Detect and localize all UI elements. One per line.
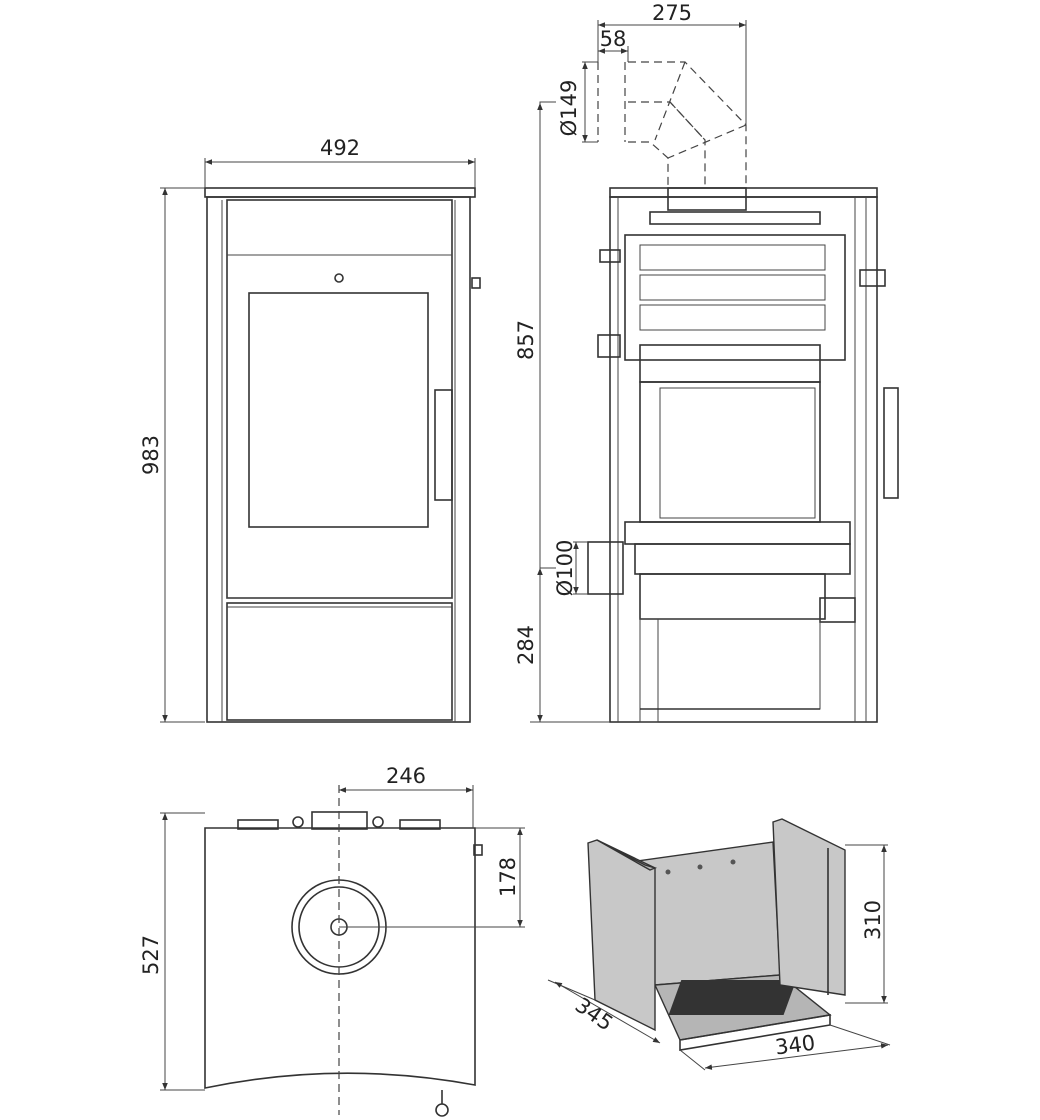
dim-firebox-height: 310 (861, 900, 885, 940)
dim-flue-diameter: Ø149 (557, 80, 581, 137)
door-knob (334, 273, 344, 283)
dim-top-depth-offset: 178 (496, 857, 520, 897)
dim-firebox-width: 340 (774, 1031, 817, 1060)
dim-air-inlet-height: 284 (514, 625, 538, 665)
dim-front-height: 983 (139, 435, 163, 475)
dim-top-depth: 527 (139, 935, 163, 975)
firebox-lining: 310 345 340 (547, 818, 891, 1071)
dim-flue-depth: 58 (600, 27, 627, 51)
side-view: Ø149 275 58 857 284 Ø100 (514, 1, 899, 723)
dim-top-offset: 246 (386, 764, 426, 788)
dim-air-inlet-diameter: Ø100 (553, 540, 577, 597)
dim-flue-height: 857 (514, 320, 538, 360)
dim-flue-offset: 275 (652, 1, 692, 25)
front-view: 492 983 (139, 136, 481, 723)
grate (668, 980, 797, 1015)
top-view: 246 178 527 (139, 764, 525, 1117)
dim-front-width: 492 (320, 136, 360, 160)
